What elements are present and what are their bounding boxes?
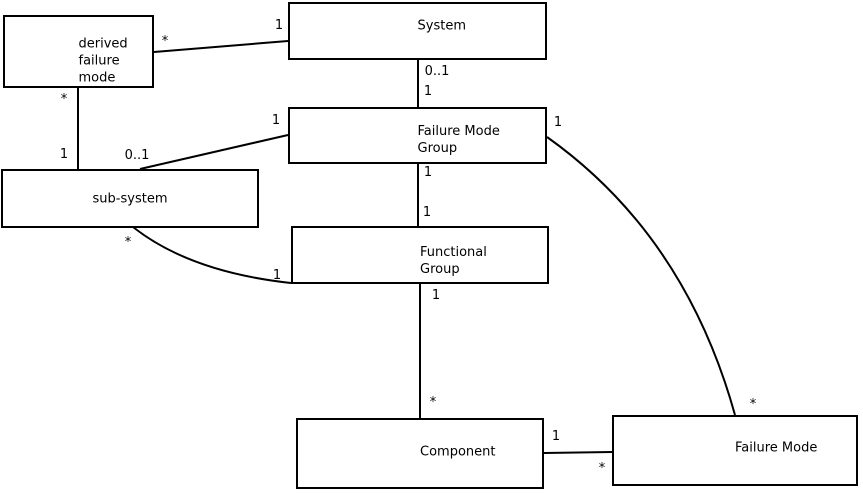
label-line: mode	[78, 70, 116, 85]
mult-failure-mode-group--functional-group-source: 1	[423, 165, 433, 180]
label-line: derived	[78, 36, 128, 51]
node-failure-mode: Failure Mode	[612, 415, 858, 486]
node-component-label: Component	[420, 444, 496, 459]
node-derived-failure-mode: derived failure mode	[3, 15, 154, 88]
mult-sub-system--functional-group-target: 1	[272, 268, 282, 283]
mult-system--failure-mode-group-source: 0..1	[424, 64, 450, 79]
mult-system--failure-mode-group-target: 1	[423, 84, 433, 99]
label-line: failure	[78, 53, 120, 68]
node-derived-failure-mode-label: derived failure mode	[79, 35, 128, 86]
edge-component--failure-mode	[543, 451, 613, 454]
mult-functional-group--component-target: *	[429, 395, 437, 410]
mult-failure-mode-group--sub-system-target: 0..1	[124, 148, 150, 163]
node-failure-mode-group-label: Failure Mode Group	[418, 123, 500, 157]
node-component: Component	[296, 418, 544, 489]
label-line: Group	[417, 140, 458, 156]
node-system: System	[288, 2, 547, 60]
node-sub-system-label: sub-system	[92, 191, 168, 206]
node-failure-mode-group: Failure Mode Group	[288, 107, 547, 164]
mult-failure-mode-group--failure-mode-target: *	[749, 397, 757, 412]
mult-functional-group--component-source: 1	[431, 288, 441, 303]
label-line: Group	[420, 262, 460, 277]
mult-component--failure-mode-target: *	[598, 461, 606, 476]
node-failure-mode-label: Failure Mode	[735, 440, 818, 455]
mult-component--failure-mode-source: 1	[551, 429, 561, 444]
edge-sub-system--functional-group	[132, 226, 292, 284]
node-functional-group-label: Functional Group	[420, 244, 487, 278]
label-line: Functional	[420, 245, 487, 260]
mult-derived-failure-mode--sub-system-source: *	[60, 92, 68, 107]
node-functional-group: Functional Group	[291, 226, 549, 284]
label-line: Failure Mode	[417, 123, 500, 139]
mult-derived-failure-mode--sub-system-target: 1	[59, 147, 69, 162]
mult-failure-mode-group--failure-mode-source: 1	[553, 115, 563, 130]
edge-derived-failure-mode--system	[153, 40, 289, 53]
node-sub-system: sub-system	[1, 169, 259, 228]
edge-failure-mode-group--failure-mode	[546, 136, 736, 416]
node-system-label: System	[417, 18, 466, 34]
edge-failure-mode-group--sub-system	[139, 134, 289, 170]
mult-derived-failure-mode--system-source: *	[161, 34, 169, 49]
mult-failure-mode-group--sub-system-source: 1	[271, 113, 281, 128]
mult-failure-mode-group--functional-group-target: 1	[422, 205, 432, 220]
mult-derived-failure-mode--system-target: 1	[274, 18, 284, 33]
mult-sub-system--functional-group-source: *	[124, 235, 132, 250]
